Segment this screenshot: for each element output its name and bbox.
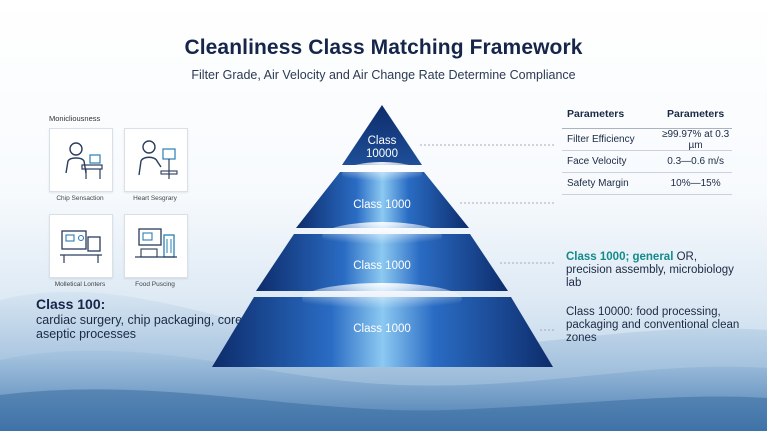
table-cell: Safety Margin <box>567 178 629 189</box>
tile-heart <box>124 128 188 192</box>
right-note-1-or: OR, <box>673 251 698 263</box>
tier-label-1-line1: Class <box>367 135 397 147</box>
left-note-title: Class 100: <box>36 296 106 312</box>
left-panel-heading: Monicliousness <box>49 114 101 123</box>
right-note-1-accent: Class 1000; general <box>566 251 674 263</box>
heart-surgery-icon <box>138 140 178 179</box>
page-title: Cleanliness Class Matching Framework <box>184 36 583 59</box>
food-processing-icon <box>135 228 177 258</box>
table-row: Face Velocity 0.3—0.6 m/s <box>562 151 732 173</box>
tier-label-1-line2: 10000 <box>366 148 398 160</box>
table-header-col-2: Parameters <box>666 108 725 120</box>
tile-lab <box>49 214 113 278</box>
tile-label-lab: Molletical Lonters <box>54 281 106 288</box>
page-subtitle: Filter Grade, Air Velocity and Air Chang… <box>191 68 576 82</box>
table-cell: 10%—15% <box>670 178 721 189</box>
tile-label-food: Food Puscing <box>135 281 175 288</box>
tile-label-heart: Heart Sesgrary <box>133 195 177 202</box>
right-note-1: Class 1000; general OR, precision assemb… <box>566 251 746 290</box>
table-cell: 0.3—0.6 m/s <box>667 156 724 167</box>
pyramid-tier-3 <box>256 234 508 291</box>
pyramid-tier-4 <box>212 297 553 367</box>
left-note-description: cardiac surgery, chip packaging, core as… <box>36 313 243 341</box>
table-cell: Face Velocity <box>567 156 627 167</box>
tier-label-3: Class 1000 <box>353 260 411 272</box>
table-header: Parameters Parameters <box>562 108 732 129</box>
parameters-table: Parameters Parameters Filter Efficiency … <box>562 108 732 195</box>
lab-equipment-icon <box>60 230 102 263</box>
table-cell: ≥99.97% at 0.3 µm <box>662 128 730 151</box>
chip-worker-icon <box>65 142 103 179</box>
table-row: Safety Margin 10%—15% <box>562 173 732 195</box>
tile-label-chip: Chip Sensaction <box>56 195 104 202</box>
table-header-col-1: Parameters <box>567 108 625 120</box>
pyramid-tier-1 <box>342 105 422 165</box>
pyramid-tier-2 <box>296 172 469 228</box>
tier-label-1: Class 10000 <box>342 135 422 161</box>
tier-label-2: Class 1000 <box>353 199 411 211</box>
tile-chip <box>49 128 113 192</box>
table-cell: Filter Efficiency <box>567 134 635 145</box>
right-note-2: Class 10000: food processing, packaging … <box>566 306 740 344</box>
right-note-1-body: precision assembly, microbiology lab <box>566 264 734 289</box>
tier-label-4: Class 1000 <box>353 323 411 335</box>
tile-food <box>124 214 188 278</box>
table-row: Filter Efficiency ≥99.97% at 0.3 µm <box>562 129 732 151</box>
